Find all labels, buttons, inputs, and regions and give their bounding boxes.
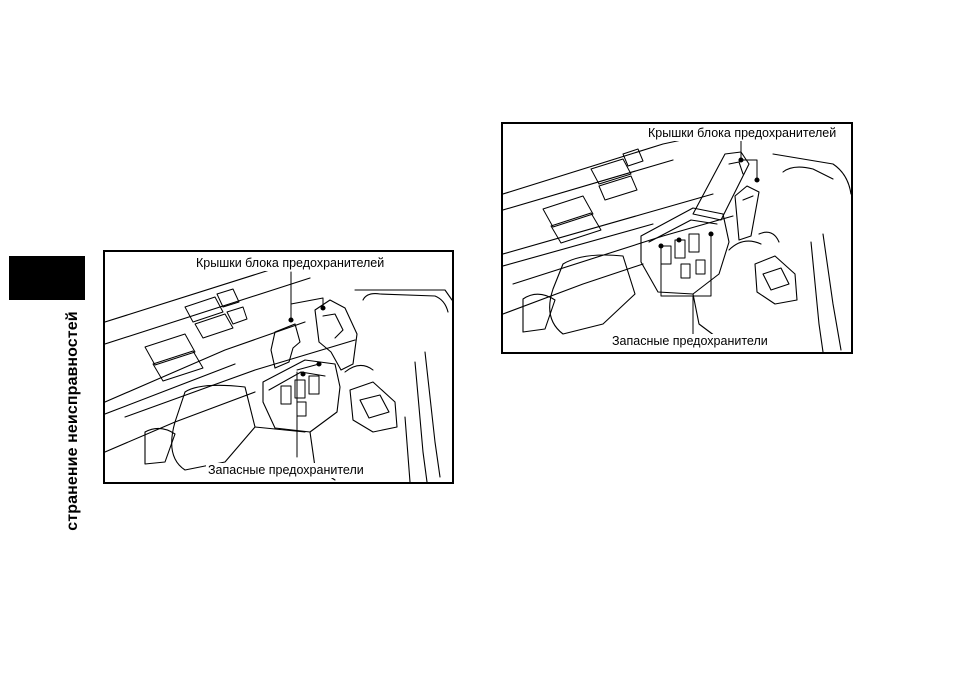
fuse-box-illustration-right: Крышки блока предохранителей Запасные пр… (501, 122, 853, 354)
fuse-box-illustration-left: Крышки блока предохранителей Запасные пр… (103, 250, 454, 484)
spare-fuses-label: Запасные предохранители (610, 334, 770, 349)
spare-fuses-label: Запасные предохранители (206, 463, 366, 478)
section-tab-marker (9, 256, 85, 300)
fuse-covers-label: Крышки блока предохранителей (646, 126, 838, 141)
section-side-title: странение неисправностей (62, 316, 84, 526)
section-side-title-text: странение неисправностей (64, 311, 82, 530)
fuse-covers-label: Крышки блока предохранителей (194, 256, 386, 271)
fuse-box-drawing-left (105, 252, 452, 482)
fuse-box-drawing-right (503, 124, 851, 352)
